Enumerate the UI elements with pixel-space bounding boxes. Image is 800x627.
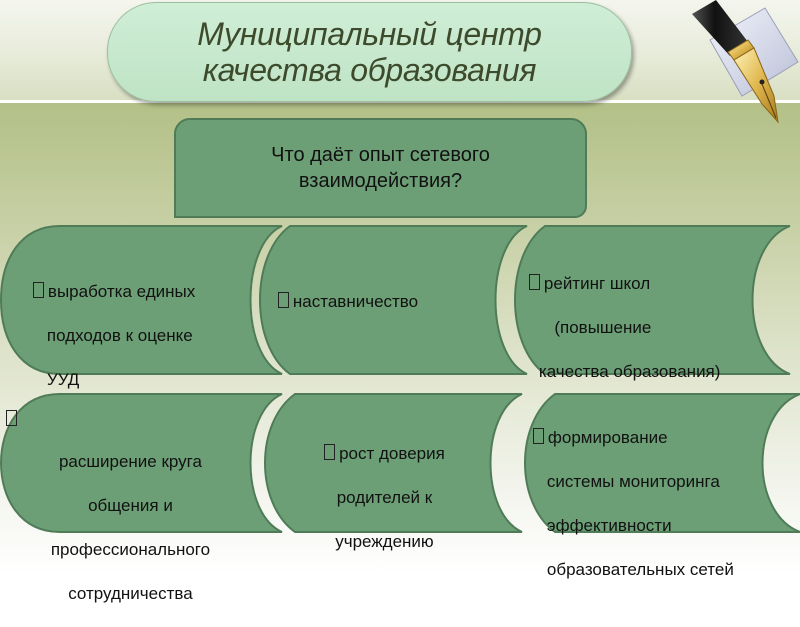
card-text: профессионального [50, 540, 211, 559]
question-line-2: взаимодействия? [298, 170, 463, 192]
card-text: родителей к [336, 488, 433, 507]
card-text: формирование [547, 428, 668, 447]
card-text: системы мониторинга [546, 472, 720, 491]
card-text: образовательных сетей [546, 560, 734, 579]
title-line-1: Муниципальный центр [197, 16, 542, 52]
card-school-rating: рейтинг школ (повышение качества образов… [500, 225, 800, 381]
card-assessment-approaches: выработка единых подходов к оценке УУД [0, 225, 290, 389]
card-text: УУД [46, 370, 80, 389]
fountain-pen-icon [692, 0, 799, 124]
card-text: подходов к оценке [46, 326, 193, 345]
card-text: качества образования) [538, 362, 721, 381]
bullet-icon [532, 428, 544, 444]
page-title: Муниципальный центр качества образования [107, 2, 632, 102]
card-text: рейтинг школ [543, 274, 651, 293]
card-text: сотрудничества [68, 584, 193, 603]
title-line-2: качества образования [202, 52, 537, 88]
card-text: (повышение [544, 318, 652, 337]
card-text: выработка единых [47, 282, 196, 301]
bullet-icon [324, 444, 336, 460]
card-parent-trust: рост доверия родителей к учреждению [250, 393, 530, 551]
question-box: Что даёт опыт сетевого взаимодействия? [174, 118, 587, 218]
bullet-icon [528, 274, 540, 290]
card-mentoring: наставничество [245, 225, 535, 375]
bullet-icon [277, 292, 289, 308]
card-text: расширение круга [58, 452, 202, 471]
question-line-1: Что даёт опыт сетевого [271, 144, 490, 166]
card-text: рост доверия [339, 444, 445, 463]
card-text: наставничество [292, 292, 419, 311]
bullet-icon [6, 410, 17, 426]
card-text: учреждению [335, 532, 434, 551]
card-text: эффективности [546, 516, 672, 535]
card-text: общения и [88, 496, 173, 515]
card-professional-cooperation: расширение круга общения и профессиональ… [0, 393, 290, 603]
card-monitoring-system: формирование системы мониторинга эффекти… [510, 393, 800, 579]
bullet-icon [32, 282, 44, 298]
